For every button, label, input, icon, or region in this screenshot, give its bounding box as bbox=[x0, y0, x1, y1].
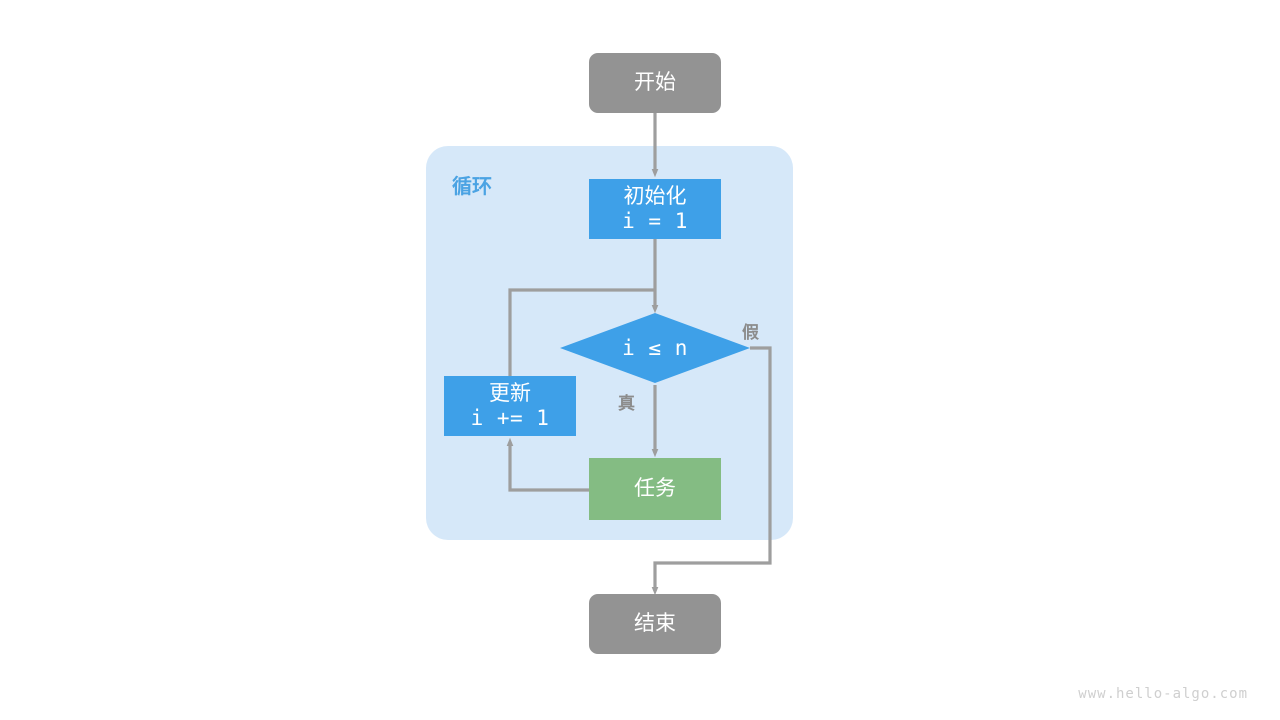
diamond-shape bbox=[560, 313, 750, 383]
node-update[interactable]: 更新 i += 1 bbox=[444, 376, 576, 436]
node-condition[interactable]: i ≤ n bbox=[560, 313, 750, 383]
watermark: www.hello-algo.com bbox=[1078, 686, 1248, 702]
edge-condition-false-to-end bbox=[651, 346, 772, 596]
loop-container-label: 循环 bbox=[452, 176, 492, 198]
node-update-line2: i += 1 bbox=[470, 406, 550, 430]
node-end-label: 结束 bbox=[634, 611, 676, 635]
node-task[interactable]: 任务 bbox=[589, 458, 721, 520]
node-task-label: 任务 bbox=[634, 476, 676, 500]
node-start-label: 开始 bbox=[634, 70, 676, 94]
edge-update-to-condition bbox=[508, 288, 655, 376]
node-update-line1: 更新 bbox=[489, 381, 531, 405]
node-start[interactable]: 开始 bbox=[589, 53, 721, 113]
node-condition-label: i ≤ n bbox=[622, 336, 688, 360]
edge-label-false: 假 bbox=[742, 323, 759, 342]
node-end[interactable]: 结束 bbox=[589, 594, 721, 654]
edge-label-true: 真 bbox=[618, 394, 635, 413]
node-init-line1: 初始化 bbox=[623, 184, 687, 208]
node-init-line2: i = 1 bbox=[622, 209, 688, 233]
node-init[interactable]: 初始化 i = 1 bbox=[589, 179, 721, 239]
edge-task-to-update bbox=[506, 437, 589, 492]
